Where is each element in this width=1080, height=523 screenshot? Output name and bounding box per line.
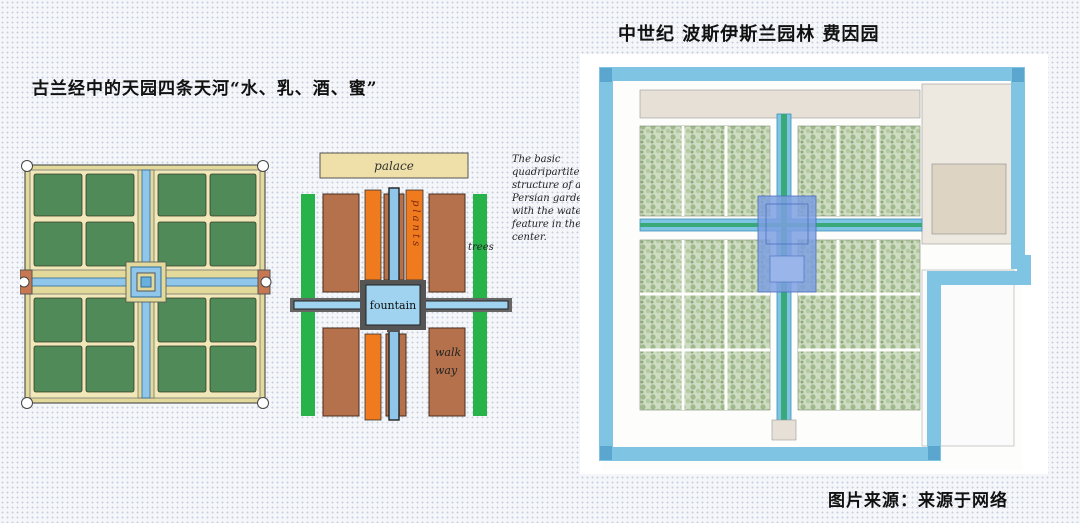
- plants-strip-south-left: [364, 333, 382, 421]
- fin-garden-caption: 中世纪 波斯伊斯兰园林 费因园: [618, 24, 880, 45]
- four-rivers-garden-plan: [20, 160, 272, 409]
- brick-bed-nw: [322, 193, 360, 293]
- fountain-label: fountain: [370, 299, 416, 312]
- brick-bed-se: [428, 327, 466, 417]
- brick-bed-ne: [428, 193, 466, 293]
- brick-bed-sw: [322, 327, 360, 417]
- palace-block: [319, 152, 469, 179]
- walk-label: walk: [435, 346, 461, 359]
- quadripartite-garden-diagram: palace fountain plants trees walk way: [290, 152, 512, 421]
- diagram-note: The basic quadripartite structure of a P…: [512, 154, 589, 243]
- plants-strip-north: [364, 189, 382, 281]
- quran-paradise-caption: 古兰经中的天园四条天河“水、乳、酒、蜜”: [32, 79, 378, 99]
- fin-garden-plan: [580, 54, 1048, 474]
- palace-label: palace: [374, 159, 414, 173]
- trees-label: trees: [468, 242, 494, 253]
- plants-label: plants: [410, 200, 421, 249]
- image-source-caption: 图片来源：来源于网络: [828, 491, 1008, 511]
- way-label: way: [435, 364, 458, 377]
